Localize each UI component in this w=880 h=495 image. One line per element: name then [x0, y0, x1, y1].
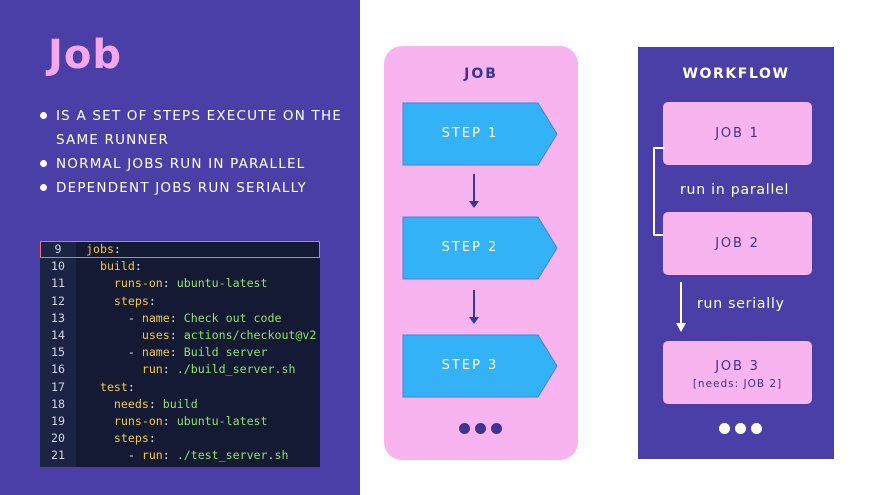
serial-label: run serially [697, 296, 785, 312]
line-content: needs: build [113, 396, 198, 411]
step-2-label: STEP 2 [441, 240, 499, 255]
job-2-box: JOB 2 [663, 212, 812, 275]
page-title: Job [48, 32, 122, 78]
line-content: runs-on: ubuntu-latest [113, 276, 268, 291]
code-line: 14 uses: actions/checkout@v2 [40, 327, 320, 344]
line-number: 20 [51, 431, 65, 446]
line-content: - name: Check out code [86, 310, 282, 325]
job-3-needs: [needs: JOB 2] [692, 378, 783, 390]
step-1-box: STEP 1 [402, 102, 558, 166]
job-2-label: JOB 2 [715, 236, 760, 251]
job-3-box: JOB 3 [needs: JOB 2] [663, 341, 812, 404]
step-1-label: STEP 1 [441, 126, 499, 141]
line-number: 14 [51, 327, 65, 342]
bullet-item: IS A SET OF STEPS EXECUTE ON THE SAME RU… [40, 104, 350, 152]
parallel-bracket [653, 147, 665, 236]
line-number: 21 [51, 448, 65, 463]
code-line: 21 - run: ./test_server.sh [40, 447, 320, 464]
line-number: 19 [51, 413, 65, 428]
parallel-label: run in parallel [680, 182, 790, 198]
code-line: 17 test: [40, 379, 320, 396]
line-number: 17 [51, 379, 65, 394]
code-line: 13 - name: Check out code [40, 310, 320, 327]
dot [475, 423, 486, 434]
job-1-box: JOB 1 [663, 102, 812, 165]
down-arrow [469, 290, 479, 324]
job-1-label: JOB 1 [715, 126, 760, 141]
bullet-list: IS A SET OF STEPS EXECUTE ON THE SAME RU… [40, 104, 350, 200]
workflow-panel-title: WORKFLOW [682, 66, 790, 82]
step-arrow-shape [402, 216, 558, 280]
line-content: run: ./build_server.sh [141, 362, 296, 377]
code-line: 20 steps: [40, 430, 320, 447]
step-arrow-shape [402, 334, 558, 398]
dot [719, 423, 730, 434]
line-content: - run: ./test_server.sh [86, 448, 289, 463]
code-line: 9 jobs: [40, 241, 320, 259]
step-2-box: STEP 2 [402, 216, 558, 280]
dot [735, 423, 746, 434]
line-content: uses: actions/checkout@v2 [141, 327, 317, 342]
bullet-item: NORMAL JOBS RUN IN PARALLEL [40, 152, 350, 176]
serial-arrow [676, 282, 686, 332]
line-number: 9 [54, 242, 62, 256]
line-content: - name: Build server [86, 345, 268, 360]
line-number: 12 [51, 293, 65, 308]
down-arrow [469, 174, 479, 208]
code-line: 15 - name: Build server [40, 344, 320, 361]
line-number: 16 [51, 362, 65, 377]
line-content: test: [99, 379, 135, 394]
code-line: 10 build: [40, 258, 320, 275]
dot [491, 423, 502, 434]
line-content: runs-on: ubuntu-latest [113, 413, 268, 428]
line-number: 15 [51, 345, 65, 360]
more-steps-dots [459, 423, 502, 434]
more-jobs-dots [719, 423, 762, 434]
line-number: 18 [51, 396, 65, 411]
code-line: 18 needs: build [40, 396, 320, 413]
step-arrow-shape [402, 102, 558, 166]
line-number: 11 [51, 276, 65, 291]
line-content: jobs: [86, 242, 121, 256]
code-line: 12 steps: [40, 293, 320, 310]
code-line: 11 runs-on: ubuntu-latest [40, 275, 320, 292]
code-line: 19 runs-on: ubuntu-latest [40, 413, 320, 430]
line-content: steps: [113, 431, 156, 446]
line-number: 13 [51, 310, 65, 325]
dot [459, 423, 470, 434]
step-3-label: STEP 3 [441, 358, 499, 373]
step-3-box: STEP 3 [402, 334, 558, 398]
line-content: steps: [113, 293, 156, 308]
job-3-label: JOB 3 [715, 359, 760, 374]
line-content: build: [99, 259, 142, 274]
dot [751, 423, 762, 434]
line-number: 10 [51, 259, 65, 274]
bullet-item: DEPENDENT JOBS RUN SERIALLY [40, 176, 350, 200]
code-line: 16 run: ./build_server.sh [40, 361, 320, 378]
code-gutter [40, 241, 76, 467]
job-panel-title: JOB [464, 66, 498, 82]
